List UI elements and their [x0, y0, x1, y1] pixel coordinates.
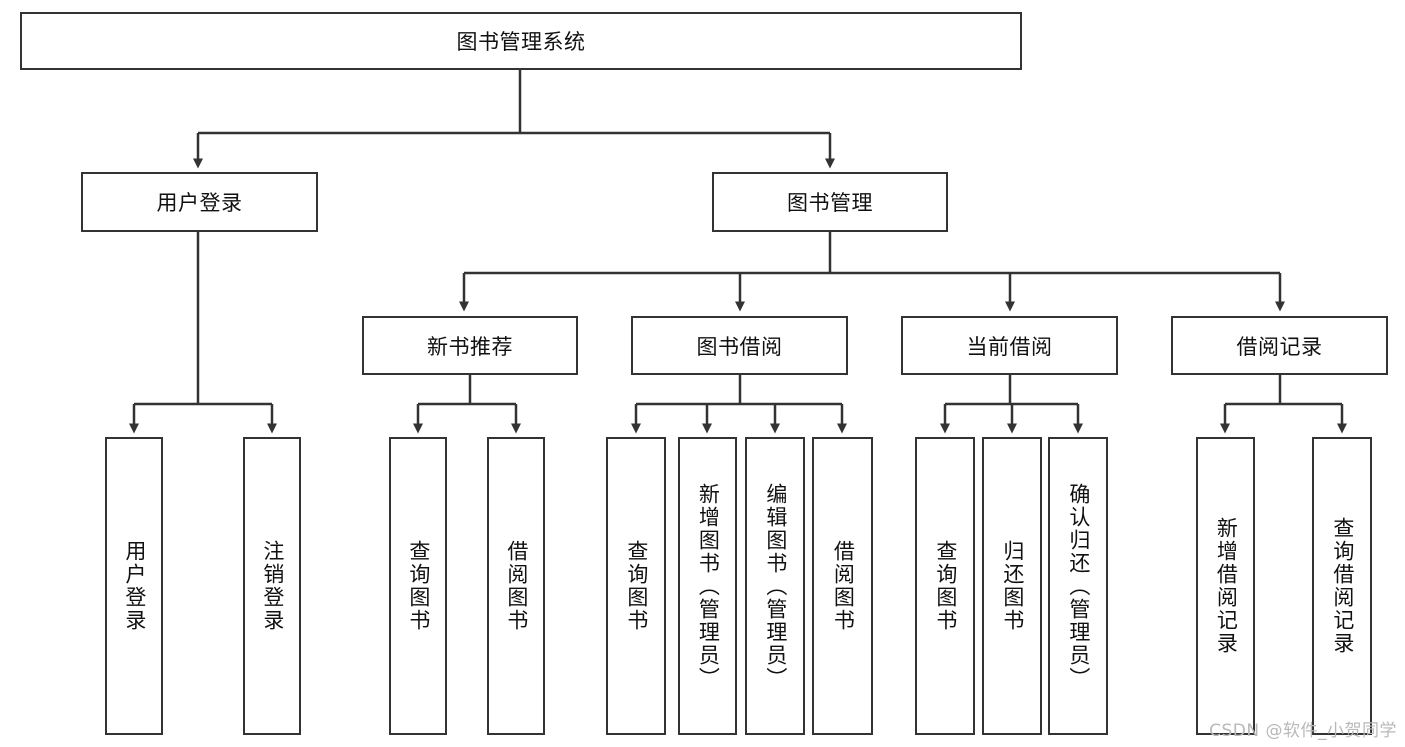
leaf-label: 借阅图书: [504, 540, 529, 632]
leaf-query-book-3[interactable]: 查询图书: [915, 437, 975, 735]
leaf-query-book-1[interactable]: 查询图书: [389, 437, 447, 735]
leaf-label: 查询图书: [406, 540, 431, 632]
leaf-edit-book-admin[interactable]: 编辑图书（管理员）: [745, 437, 805, 735]
node-current-borrow[interactable]: 当前借阅: [901, 316, 1118, 375]
leaf-user-login[interactable]: 用户登录: [105, 437, 163, 735]
leaf-logout-login[interactable]: 注销登录: [243, 437, 301, 735]
leaf-label: 查询借阅记录: [1330, 517, 1355, 655]
leaf-label: 确认归还（管理员）: [1066, 482, 1091, 690]
leaf-label: 归还图书: [1000, 540, 1025, 632]
leaf-label: 编辑图书（管理员）: [763, 482, 788, 690]
node-borrow-record[interactable]: 借阅记录: [1171, 316, 1388, 375]
leaf-confirm-return-admin[interactable]: 确认归还（管理员）: [1048, 437, 1108, 735]
leaf-add-borrow-record[interactable]: 新增借阅记录: [1196, 437, 1255, 735]
leaf-add-book-admin[interactable]: 新增图书（管理员）: [678, 437, 737, 735]
leaf-query-borrow-record[interactable]: 查询借阅记录: [1312, 437, 1372, 735]
leaf-label: 查询图书: [624, 540, 649, 632]
leaf-label: 注销登录: [260, 540, 285, 632]
leaf-query-book-2[interactable]: 查询图书: [606, 437, 666, 735]
leaf-borrow-book-1[interactable]: 借阅图书: [487, 437, 545, 735]
leaf-borrow-book-2[interactable]: 借阅图书: [812, 437, 873, 735]
leaf-label: 借阅图书: [831, 540, 856, 632]
leaf-label: 用户登录: [122, 540, 147, 632]
node-new-book-recommend[interactable]: 新书推荐: [362, 316, 578, 375]
leaf-label: 新增借阅记录: [1214, 517, 1239, 655]
node-book-borrow[interactable]: 图书借阅: [631, 316, 848, 375]
leaf-label: 新增图书（管理员）: [696, 482, 721, 690]
node-root-system[interactable]: 图书管理系统: [20, 12, 1022, 70]
node-user-login[interactable]: 用户登录: [81, 172, 318, 232]
csdn-watermark: CSDN @软件_小贺同学: [1209, 721, 1397, 741]
leaf-label: 查询图书: [933, 540, 958, 632]
node-book-management[interactable]: 图书管理: [712, 172, 948, 232]
leaf-return-book[interactable]: 归还图书: [982, 437, 1042, 735]
